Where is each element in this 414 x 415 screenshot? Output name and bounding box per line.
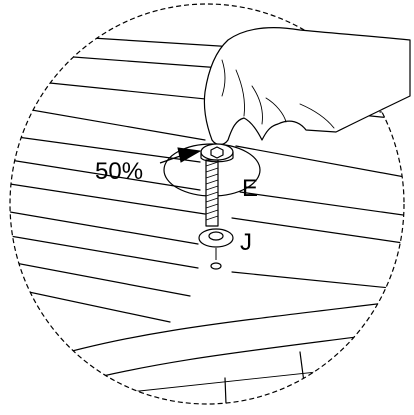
torque-label: 50% (95, 158, 143, 185)
fastener-hole (210, 248, 222, 270)
hand-icon (203, 27, 411, 146)
panel-lines (10, 35, 404, 323)
screw-label-e: E (242, 175, 258, 202)
washer-icon (198, 228, 234, 248)
detail-boundary (9, 3, 405, 405)
lower-body (39, 299, 404, 404)
arrow-icon (159, 147, 202, 164)
screw-icon (200, 143, 234, 227)
washer-label-j: J (240, 229, 252, 256)
